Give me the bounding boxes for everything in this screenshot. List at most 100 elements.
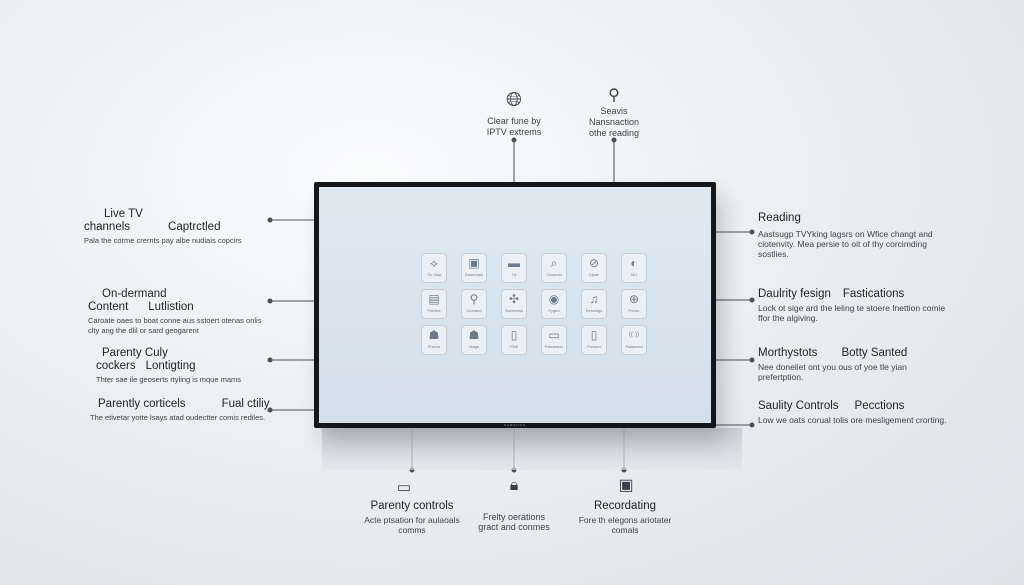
- tv-icon: ▭: [548, 328, 560, 342]
- lock-icon: 🔒︎: [509, 477, 519, 494]
- callout-title-a: Parenty Culy cockers: [96, 347, 168, 372]
- callout-title: Parenty controls: [370, 500, 454, 512]
- callout-bottom-2: Frelty oerations gract and conmes: [464, 510, 564, 532]
- app-tile[interactable]: ✣Swdcesss: [501, 289, 527, 319]
- callout-title: Recordating: [593, 500, 656, 512]
- group-icon: ☗: [468, 328, 480, 342]
- image-icon: ▣: [468, 256, 480, 270]
- callout-title: Seavis: [600, 106, 628, 116]
- app-tile[interactable]: ⚲ Clonand: [461, 289, 487, 319]
- file-icon: ▯: [510, 328, 518, 342]
- app-tile[interactable]: ▯ Pwrson: [581, 325, 607, 355]
- tv-screen: ⟡Tio Vlay ▣ Dosonaan ▬ Tiv ⌕Cuwonlo ⊘ Cipae ◐ ViU…: [319, 187, 711, 423]
- app-label: Pocsc: [628, 308, 640, 313]
- callout-desc: Lock ot sige ard the leling te stoere In…: [758, 303, 946, 323]
- callout-desc: Fore th elegons ariotater comals: [578, 515, 672, 535]
- app-label: Pwrson: [587, 344, 601, 349]
- callout-bottom-1: Parenty controls Acte ptsation for aulao…: [354, 500, 470, 535]
- callout-desc: IPTV extrems: [486, 127, 542, 137]
- app-tile[interactable]: ♫ Resslogs: [581, 289, 607, 319]
- callout-title-a: Reading: [758, 212, 801, 224]
- callout-top-2: Seavis Nansnaction othe reading: [564, 104, 664, 139]
- callout-title-b: Pecctions: [854, 400, 905, 412]
- callout-title-b: Lutlistion: [148, 301, 194, 313]
- device-icon: ▯: [590, 328, 598, 342]
- signal-icon: ⟡: [430, 256, 438, 270]
- app-tile[interactable]: ⊘ Cipae: [581, 253, 607, 283]
- zoom-icon: ⚲: [469, 292, 479, 306]
- app-label: Cuwonlo: [546, 272, 562, 277]
- tools-icon: ✣: [508, 292, 520, 306]
- tv-frame: ⟡Tio Vlay ▣ Dosonaan ▬ Tiv ⌕Cuwonlo ⊘ Cipae ◐ ViU…: [314, 182, 716, 428]
- app-label: Dosonaan: [464, 272, 484, 277]
- app-tile[interactable]: ☗ Fhecrs: [421, 325, 447, 355]
- app-tile[interactable]: ☗ Mags: [461, 325, 487, 355]
- app-label: Resslogs: [585, 308, 603, 313]
- callout-title-b: Botty Santed: [841, 347, 908, 359]
- app-tile[interactable]: ▬ Tiv: [501, 253, 527, 283]
- app-label: Clonand: [466, 308, 482, 313]
- callout-desc: Nansnaction othe reading: [588, 117, 640, 138]
- card-icon: ▭: [396, 479, 412, 496]
- app-tile[interactable]: ▤Fernics: [421, 289, 447, 319]
- callout-title-b: Captrctled: [168, 221, 221, 233]
- callout-title: Frelty oerations: [482, 512, 546, 522]
- globe-icon: 🌐︎: [506, 89, 522, 111]
- music-icon: ♫: [589, 292, 599, 306]
- film-icon: ▤: [428, 292, 440, 306]
- app-tile[interactable]: ◉Fyged: [541, 289, 567, 319]
- app-label: Cipae: [588, 272, 600, 277]
- callout-desc: Low we oats corual tolis ore mesligement…: [758, 415, 947, 425]
- toggle-icon: ◐: [630, 256, 638, 270]
- callout-desc: Aastsugp TVYking lagsrs on Wfice changt …: [758, 229, 933, 259]
- app-tile[interactable]: ◐ ViU: [621, 253, 647, 283]
- compass-icon: ⊕: [628, 292, 640, 306]
- callout-title-b: Fastications: [842, 288, 905, 300]
- callout-title-a: Daulrity fesign: [758, 288, 831, 300]
- callout-title-b: Lontigting: [145, 360, 196, 372]
- app-label: Palsaraclo: [544, 344, 564, 349]
- callout-top-1: Clear fune by IPTV extrems: [464, 114, 564, 138]
- person-icon: ⚲: [608, 87, 620, 104]
- app-label: Fhecrs: [427, 344, 441, 349]
- tv-brand-logo: SAMSUNG: [503, 423, 527, 427]
- callout-title-a: Live TV channels: [84, 208, 143, 233]
- callout-desc: Thter sae ile geoserts rtyling is mque m…: [96, 375, 242, 384]
- app-label: Tiv: [511, 272, 517, 277]
- broadcast-icon: ((·)): [629, 332, 639, 338]
- callout-desc: Nee doneliet ont you ous of yoe tle yian…: [758, 362, 907, 382]
- app-tile[interactable]: ⊕ Pocsc: [621, 289, 647, 319]
- folder-icon: ▬: [508, 256, 520, 270]
- callout-desc: The etivetar yotte lsays atad oudectter …: [90, 413, 266, 422]
- app-tile[interactable]: ((·))Paaseerd: [621, 325, 647, 355]
- callout-right-3: Morthystots Botty Santed Nee doneliet ont…: [758, 347, 948, 382]
- callout-desc: Caroate oaes to boat conne aus sstoert o…: [88, 316, 262, 335]
- tv-shadow: [322, 428, 742, 470]
- callout-bottom-3: Recordating Fore th elegons ariotater co…: [570, 500, 680, 535]
- callout-desc: Acte ptsation for aulaoals comms: [364, 515, 460, 535]
- callout-right-2: Daulrity fesign Fastications Lock ot sige…: [758, 288, 948, 323]
- callout-title-a: Saulity Controls: [758, 400, 839, 412]
- app-grid: ⟡Tio Vlay ▣ Dosonaan ▬ Tiv ⌕Cuwonlo ⊘ Cipae ◐ ViU…: [421, 253, 647, 355]
- callout-right-1: Reading Aastsugp TVYking lagsrs on Wfice…: [758, 212, 958, 259]
- callout-right-4: Saulity Controls Pecctions Low we oats co…: [758, 400, 948, 425]
- users-icon: ☗: [428, 328, 440, 342]
- app-label: Mags: [469, 344, 479, 349]
- callout-title-a: On-dermand Content: [88, 288, 167, 313]
- app-tile[interactable]: ▣ Dosonaan: [461, 253, 487, 283]
- app-tile[interactable]: ⌕Cuwonlo: [541, 253, 567, 283]
- app-label: ViU: [630, 272, 638, 277]
- app-tile[interactable]: ▯ Plufl: [501, 325, 527, 355]
- app-tile[interactable]: ⟡Tio Vlay: [421, 253, 447, 283]
- callout-desc: Pala the corme crernts pay albe nudiais …: [84, 236, 242, 245]
- callout-title-a: Morthystots: [758, 347, 818, 359]
- dvr-icon: ▣: [618, 477, 634, 494]
- app-tile[interactable]: ▭ Palsaraclo: [541, 325, 567, 355]
- app-label: Plufl: [510, 344, 518, 349]
- no-entry-icon: ⊘: [588, 256, 600, 270]
- callout-title-a: Parently corticels: [98, 398, 186, 410]
